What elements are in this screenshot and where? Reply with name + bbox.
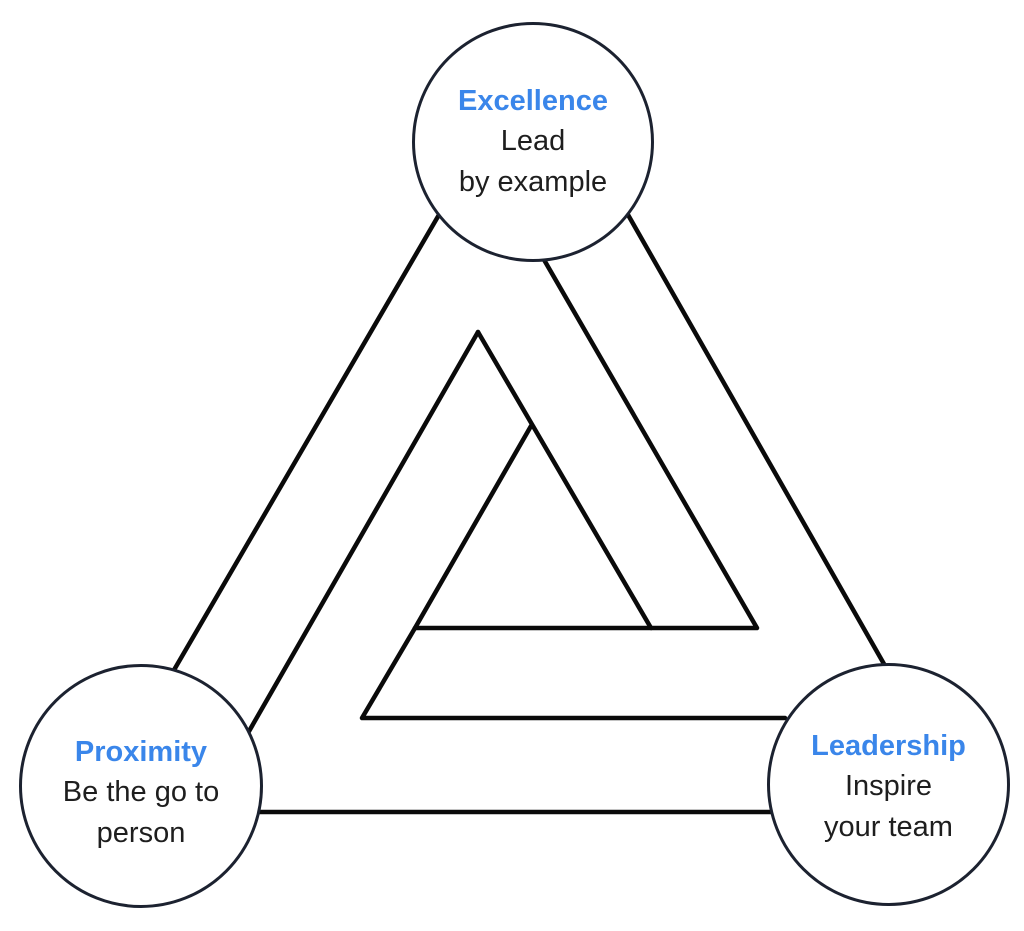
- proximity-title: Proximity: [74, 736, 208, 768]
- leadership-title: Leadership: [811, 729, 966, 762]
- leadership-line-2: your team: [824, 810, 953, 843]
- excellence-line-2: by example: [458, 166, 608, 198]
- edge-outer-left: [171, 210, 443, 673]
- proximity-circle: Proximity Be the go to person: [19, 664, 263, 908]
- edge-outer-right: [624, 210, 887, 667]
- proximity-line-2: person: [96, 817, 186, 849]
- edge-middle-bottom: [359, 625, 788, 721]
- proximity-line-1: Be the go to: [62, 776, 220, 808]
- leadership-circle: Leadership Inspire your team: [767, 663, 1010, 906]
- edge-band-right: [412, 255, 760, 631]
- leadership-line-1: Inspire: [844, 769, 933, 802]
- excellence-circle: Excellence Lead by example: [412, 22, 654, 262]
- excellence-line-1: Lead: [500, 125, 566, 157]
- edge-middle-left: [245, 329, 481, 736]
- excellence-title: Excellence: [458, 85, 608, 117]
- edge-middle-right: [475, 329, 654, 631]
- edge-inner-left: [412, 423, 534, 631]
